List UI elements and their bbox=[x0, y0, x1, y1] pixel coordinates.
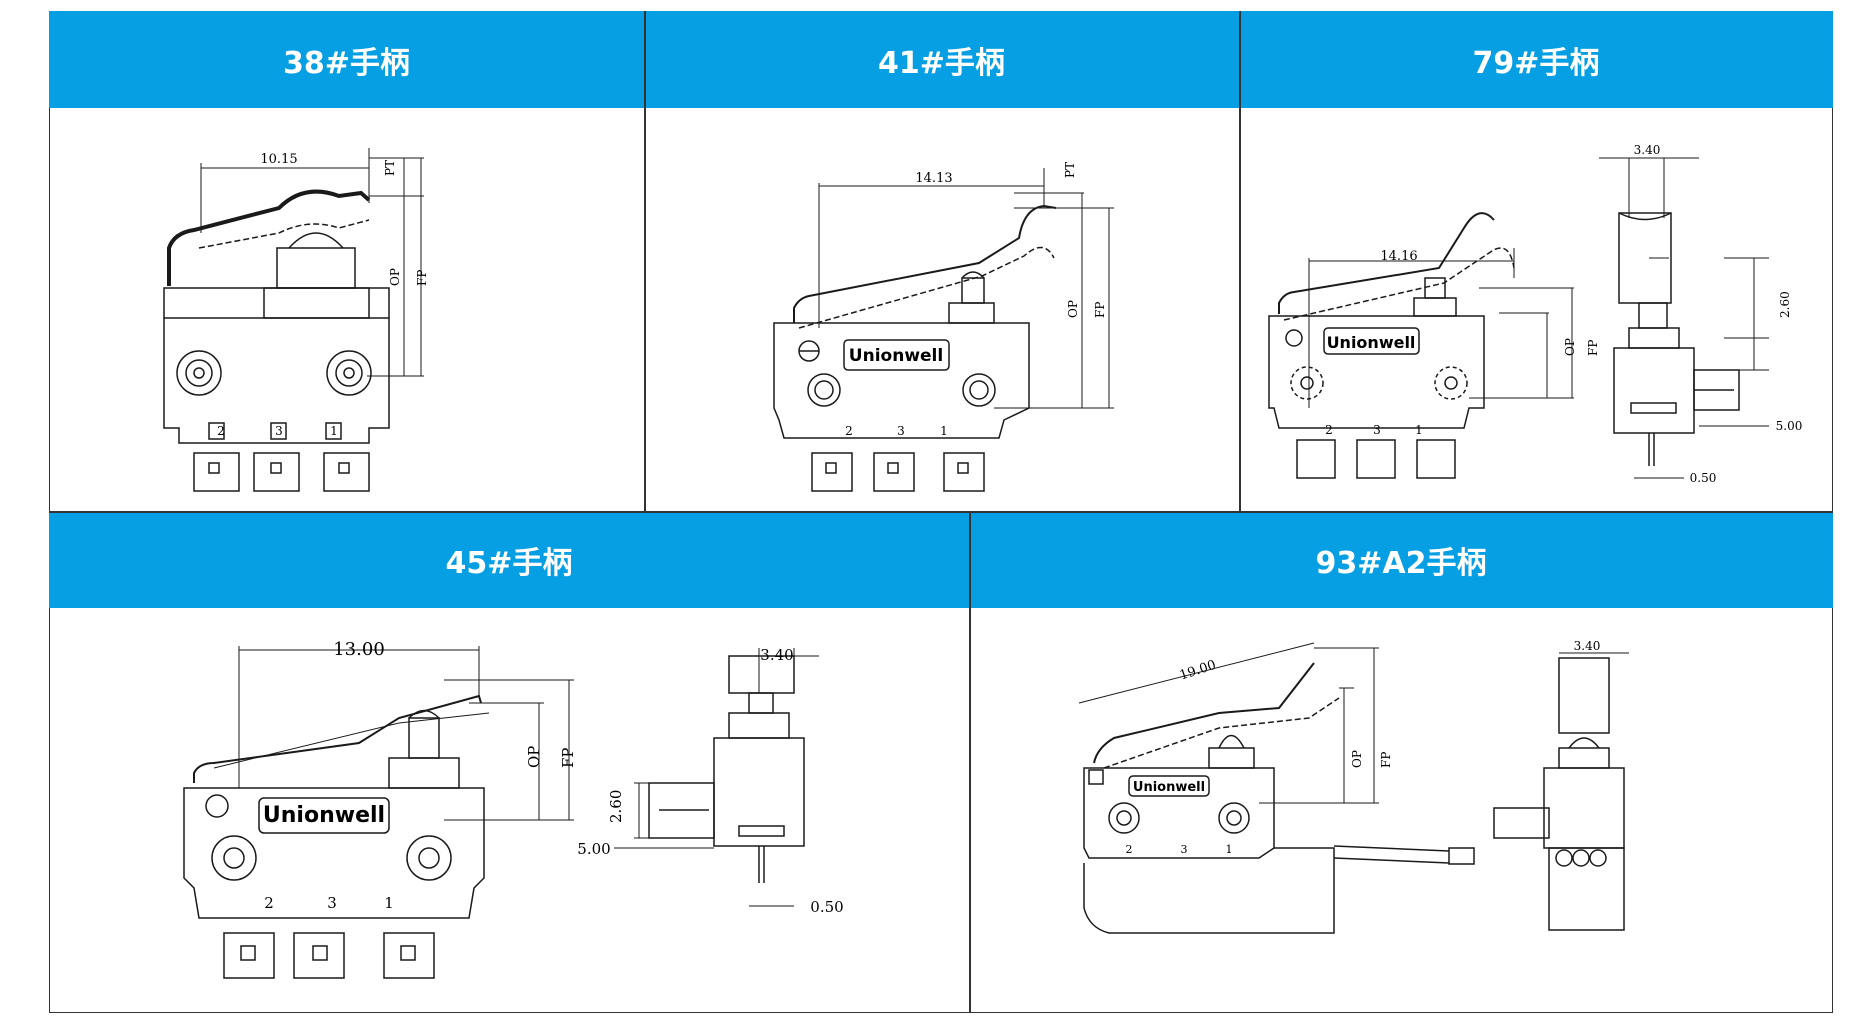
panel-title: 45#手柄 bbox=[49, 511, 969, 608]
panel-38: 38#手柄 10 bbox=[49, 11, 644, 511]
grid-divider bbox=[1239, 11, 1241, 511]
brand-label: Unionwell bbox=[1133, 780, 1205, 795]
dim-fp: FP bbox=[415, 270, 429, 286]
pin-label: 2 bbox=[1126, 843, 1133, 856]
switch-drawing-41: 14.13 PT OP FP Unionwell 2 3 1 bbox=[773, 162, 1114, 492]
dim-op: OP bbox=[1563, 338, 1577, 356]
pin-label: 2 bbox=[1325, 423, 1333, 437]
dim-op: OP bbox=[525, 746, 543, 768]
brand-label: Unionwell bbox=[263, 803, 385, 828]
pin-label: 3 bbox=[1181, 843, 1188, 856]
dim-thickness: 5.00 bbox=[577, 840, 610, 858]
pin-label: 1 bbox=[1415, 423, 1423, 437]
dim-height: 2.60 bbox=[607, 790, 625, 823]
panel-45: 45#手柄 bbox=[49, 511, 969, 1013]
switch-drawing-79: 14.16 OP FP Unionwell 3.40 2.60 5.00 0.5… bbox=[1268, 143, 1803, 485]
dim-fp: FP bbox=[559, 747, 577, 768]
panel-title: 79#手柄 bbox=[1239, 11, 1833, 108]
dim-fp: FP bbox=[1093, 302, 1107, 318]
panel-title: 93#A2手柄 bbox=[969, 511, 1833, 608]
pin-label: 2 bbox=[845, 424, 853, 438]
brand-label: Unionwell bbox=[849, 346, 943, 366]
dim-length: 13.00 bbox=[333, 639, 385, 660]
pin-label: 3 bbox=[897, 424, 905, 438]
dim-pin: 0.50 bbox=[1690, 471, 1717, 485]
dim-op: OP bbox=[1066, 300, 1080, 318]
dim-length: 14.16 bbox=[1380, 249, 1417, 264]
grid-divider bbox=[644, 11, 646, 511]
grid-divider bbox=[969, 511, 971, 1013]
dim-thickness: 5.00 bbox=[1776, 419, 1803, 433]
dim-fp: FP bbox=[1586, 340, 1600, 356]
pin-label: 1 bbox=[1226, 843, 1233, 856]
dim-width: 3.40 bbox=[1574, 639, 1601, 653]
pin-label: 2 bbox=[264, 894, 274, 912]
pin-label: 3 bbox=[275, 424, 283, 438]
pin-label: 3 bbox=[327, 894, 337, 912]
dim-pin: 0.50 bbox=[810, 898, 843, 916]
panel-title: 38#手柄 bbox=[49, 11, 644, 108]
switch-drawing-38: 10.15 PT OP FP 2 3 1 bbox=[163, 148, 429, 492]
pin-label: 1 bbox=[330, 424, 338, 438]
switch-drawing-45: 13.00 OP FP Unionwell 3.40 2.60 5.00 0.5… bbox=[183, 639, 844, 979]
switch-drawing-93: 19.00 OP FP Unionwell 3.40 2 3 1 bbox=[1078, 639, 1629, 934]
dim-op: OP bbox=[1350, 750, 1364, 768]
brand-label: Unionwell bbox=[1327, 333, 1416, 352]
grid-divider bbox=[49, 511, 1833, 513]
dim-length: 10.15 bbox=[260, 152, 297, 167]
panel-41: 41#手柄 14.13 PT OP FP Unionw bbox=[644, 11, 1239, 511]
dim-pt: PT bbox=[383, 160, 397, 176]
panel-79: 79#手柄 bbox=[1239, 11, 1833, 511]
dim-width: 3.40 bbox=[1634, 143, 1661, 157]
pin-label: 1 bbox=[384, 894, 394, 912]
dim-pt: PT bbox=[1063, 162, 1077, 178]
dim-op: OP bbox=[388, 268, 402, 286]
dim-width: 3.40 bbox=[760, 646, 793, 664]
dim-length: 19.00 bbox=[1178, 658, 1218, 684]
dim-height: 2.60 bbox=[1778, 291, 1792, 318]
panel-93-a2: 93#A2手柄 bbox=[969, 511, 1833, 1013]
pin-label: 1 bbox=[940, 424, 948, 438]
panel-title: 41#手柄 bbox=[644, 11, 1239, 108]
dim-length: 14.13 bbox=[915, 171, 952, 186]
pin-label: 3 bbox=[1373, 423, 1381, 437]
dim-fp: FP bbox=[1379, 752, 1393, 768]
pin-label: 2 bbox=[217, 424, 225, 438]
